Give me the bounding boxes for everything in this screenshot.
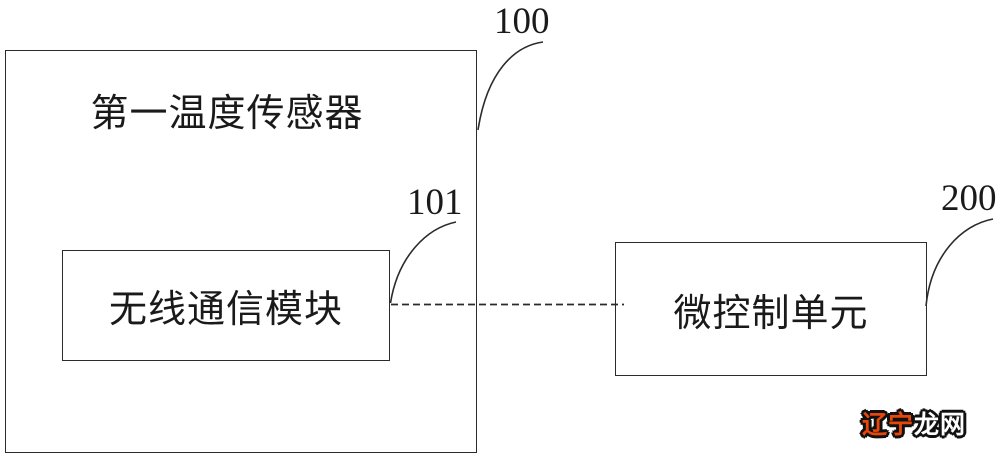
ref-label-200: 200 (941, 178, 997, 219)
mcu-box: 微控制单元 (615, 242, 927, 376)
ref-label-100: 100 (494, 1, 550, 42)
watermark-text-right: 龙网 (914, 411, 967, 439)
outer-box-title: 第一温度传感器 (90, 93, 364, 135)
leader-curve-200 (925, 218, 994, 307)
outer-box-first-temperature-sensor (5, 50, 477, 453)
wireless-module-label: 无线通信模块 (108, 289, 343, 331)
mcu-label: 微控制单元 (673, 292, 869, 335)
watermark-text-left: 辽宁 (862, 411, 915, 439)
watermark: 辽宁龙网 (862, 410, 966, 440)
wireless-module-box: 无线通信模块 (62, 250, 390, 361)
ref-label-101: 101 (407, 182, 463, 223)
leader-curve-100 (477, 41, 544, 131)
